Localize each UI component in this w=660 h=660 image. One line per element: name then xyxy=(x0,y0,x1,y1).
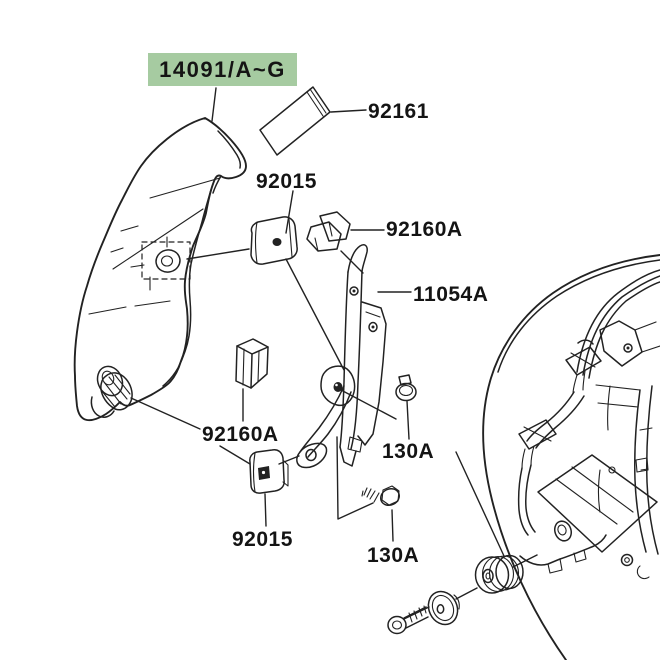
damper-top-drawing xyxy=(306,211,351,252)
button-bolt-drawing xyxy=(395,374,417,402)
hex-bolt-drawing xyxy=(361,485,400,507)
damper-bottom-drawing xyxy=(235,338,269,389)
part-label-130a-bottom[interactable]: 130A xyxy=(367,544,420,567)
clip-bottom-drawing xyxy=(249,449,289,494)
cover-panel-drawing xyxy=(73,117,247,422)
cowling-assembly-drawing xyxy=(482,254,660,660)
part-label-11054a[interactable]: 11054A xyxy=(413,283,489,306)
clip-top-drawing xyxy=(250,216,298,265)
part-label-92015-bottom[interactable]: 92015 xyxy=(232,528,293,551)
trim-pad-drawing xyxy=(259,86,331,156)
screw-collar-grommet-drawing xyxy=(387,554,524,635)
part-label-130a-middle[interactable]: 130A xyxy=(382,440,435,463)
leader-lines xyxy=(130,87,538,620)
part-label-92160a-top[interactable]: 92160A xyxy=(386,218,463,241)
part-label-92161[interactable]: 92161 xyxy=(368,100,429,123)
bracket-drawing xyxy=(296,244,387,469)
part-label-92015-top[interactable]: 92015 xyxy=(256,170,317,193)
part-label-92160a-bottom[interactable]: 92160A xyxy=(202,423,279,446)
part-label-14091-highlighted[interactable]: 14091/A~G xyxy=(148,53,297,86)
